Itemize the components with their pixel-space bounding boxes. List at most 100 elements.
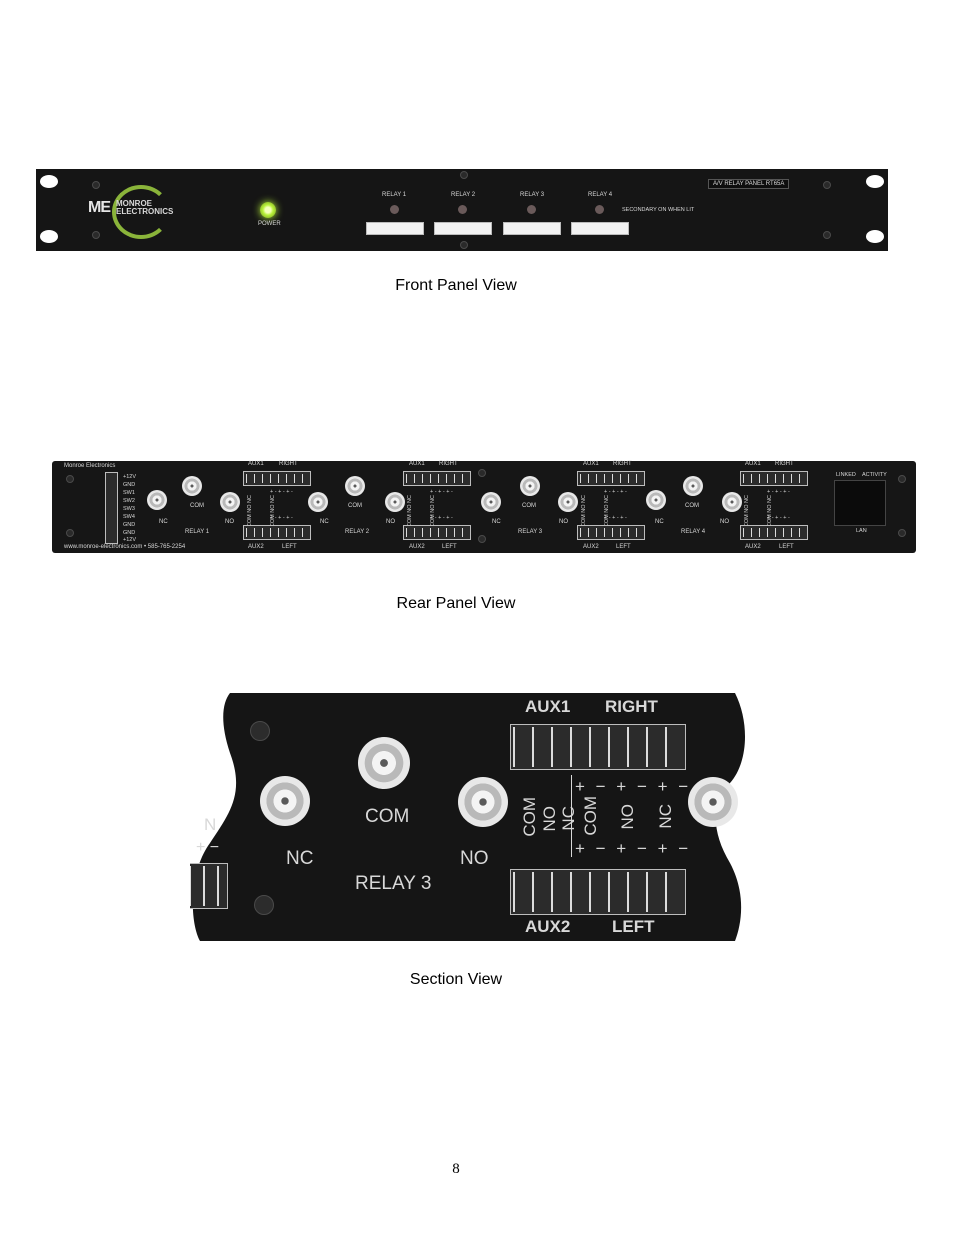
aux2-terminal-block bbox=[740, 525, 808, 540]
caption-rear: Rear Panel View bbox=[396, 595, 516, 612]
aux2-label: AUX2 bbox=[409, 544, 425, 550]
aux2-label: AUX2 bbox=[525, 917, 571, 936]
rack-hole bbox=[866, 230, 884, 243]
relay-4-led bbox=[595, 205, 604, 214]
com-label: COM bbox=[522, 503, 536, 509]
bnc-no-connector bbox=[558, 492, 578, 512]
screw-icon bbox=[898, 529, 906, 537]
sign-bottom: + - + - + - bbox=[430, 515, 453, 521]
left-label: LEFT bbox=[779, 544, 794, 550]
screw-icon bbox=[898, 475, 906, 483]
screw-icon bbox=[478, 535, 486, 543]
sign-top: + − + − + − bbox=[575, 777, 692, 796]
model-label: A/V RELAY PANEL RT65A bbox=[708, 179, 790, 189]
right-label: RIGHT bbox=[279, 461, 298, 467]
bnc-com-connector bbox=[182, 476, 202, 496]
no-label: NO bbox=[720, 519, 729, 525]
com-no-nc-vertical-labels: COM NO NC bbox=[407, 495, 413, 528]
relay-3-label: RELAY 3 bbox=[518, 529, 543, 535]
screw-icon bbox=[478, 469, 486, 477]
bnc-no-connector bbox=[722, 492, 742, 512]
screw-icon bbox=[66, 529, 74, 537]
relay-3-label: RELAY 3 bbox=[355, 873, 432, 894]
sign-bottom: + - + - + - bbox=[270, 515, 293, 521]
screw-icon bbox=[92, 181, 100, 189]
edge-label: N bbox=[204, 815, 217, 834]
relay-2-label: RELAY 2 bbox=[451, 192, 476, 198]
aux2-label: AUX2 bbox=[745, 544, 761, 550]
aux1-terminal-block bbox=[403, 471, 471, 486]
aux1-terminal-block bbox=[740, 471, 808, 486]
aux1-label: AUX1 bbox=[583, 461, 599, 467]
nc-label: NC bbox=[286, 848, 314, 869]
power-led bbox=[260, 202, 276, 218]
rear-panel-image: Monroe Electronics www.monroe-electronic… bbox=[52, 461, 916, 553]
activity-label: ACTIVITY bbox=[862, 472, 887, 478]
power-pin-label: SW1 bbox=[123, 490, 135, 496]
vertical-label: NC bbox=[656, 804, 675, 829]
screw-icon bbox=[66, 475, 74, 483]
bnc-com-connector bbox=[345, 476, 365, 496]
vertical-label: NO bbox=[618, 804, 637, 830]
relay-1-label: RELAY 1 bbox=[185, 529, 210, 535]
left-label: LEFT bbox=[442, 544, 457, 550]
sign-bottom: + − + − + − bbox=[575, 839, 692, 858]
left-label: LEFT bbox=[612, 917, 655, 936]
screw-icon bbox=[250, 721, 270, 741]
linked-label: LINKED bbox=[836, 472, 856, 478]
logo-name-line1: MONROE bbox=[116, 199, 152, 208]
sign-bottom: + - + - + - bbox=[604, 515, 627, 521]
secondary-label: SECONDARY ON WHEN LIT bbox=[622, 207, 695, 213]
aux2-label: AUX2 bbox=[583, 544, 599, 550]
vertical-label: COM bbox=[520, 797, 539, 837]
relay-2-led bbox=[458, 205, 467, 214]
relay-3-label: RELAY 3 bbox=[520, 192, 545, 198]
relay-3-led bbox=[527, 205, 536, 214]
screw-icon bbox=[823, 181, 831, 189]
rack-hole bbox=[866, 175, 884, 188]
power-pin-label: SW4 bbox=[123, 514, 135, 520]
aux1-terminal-block bbox=[510, 724, 686, 770]
power-pin-label: GND bbox=[123, 522, 136, 528]
relay-2-label: RELAY 2 bbox=[345, 529, 370, 535]
sign-top: + - + - + - bbox=[767, 489, 790, 495]
aux2-terminal-block bbox=[243, 525, 311, 540]
rear-website: www.monroe-electronics.com • 585-765-225… bbox=[64, 544, 186, 550]
com-label: COM bbox=[348, 503, 362, 509]
screw-icon bbox=[460, 241, 468, 249]
power-label: POWER bbox=[258, 221, 281, 227]
aux1-label: AUX1 bbox=[525, 697, 571, 716]
aux2-label: AUX2 bbox=[248, 544, 264, 550]
sign-top: + - + - + - bbox=[430, 489, 453, 495]
relay-4-label: RELAY 4 bbox=[588, 192, 613, 198]
logo-name-line2: ELECTRONICS bbox=[116, 207, 174, 216]
bnc-nc-connector bbox=[308, 492, 328, 512]
aux2-terminal-block bbox=[403, 525, 471, 540]
nc-label: NC bbox=[159, 519, 168, 525]
relay-1-label: RELAY 1 bbox=[382, 192, 407, 198]
lan-label: LAN bbox=[856, 528, 867, 534]
com-no-nc-vertical-labels: COM NO NC bbox=[767, 495, 773, 528]
aux1-label: AUX1 bbox=[745, 461, 761, 467]
sign-top: + - + - + - bbox=[270, 489, 293, 495]
logo-mark: ME bbox=[88, 199, 111, 216]
screw-icon bbox=[254, 895, 274, 915]
nc-label: NC bbox=[320, 519, 329, 525]
power-pin-label: SW3 bbox=[123, 506, 135, 512]
aux1-terminal-block bbox=[243, 471, 311, 486]
screw-icon bbox=[823, 231, 831, 239]
com-no-nc-vertical-labels: COM NO NC bbox=[604, 495, 610, 528]
divider-line bbox=[571, 775, 572, 857]
aux2-terminal-block bbox=[510, 869, 686, 915]
nc-label: NC bbox=[492, 519, 501, 525]
rear-brand: Monroe Electronics bbox=[64, 463, 116, 469]
sign-bottom: + - + - + - bbox=[767, 515, 790, 521]
edge-signs: + − bbox=[196, 839, 220, 856]
right-label: RIGHT bbox=[775, 461, 794, 467]
bnc-nc-connector bbox=[646, 490, 666, 510]
section-view-image: N + − COM NC NO RELAY 3 AUX1 RIGHT COM N… bbox=[190, 693, 750, 941]
no-label: NO bbox=[225, 519, 234, 525]
relay-2-label-strip bbox=[434, 222, 492, 235]
relay-1-label-strip bbox=[366, 222, 424, 235]
screw-icon bbox=[460, 171, 468, 179]
